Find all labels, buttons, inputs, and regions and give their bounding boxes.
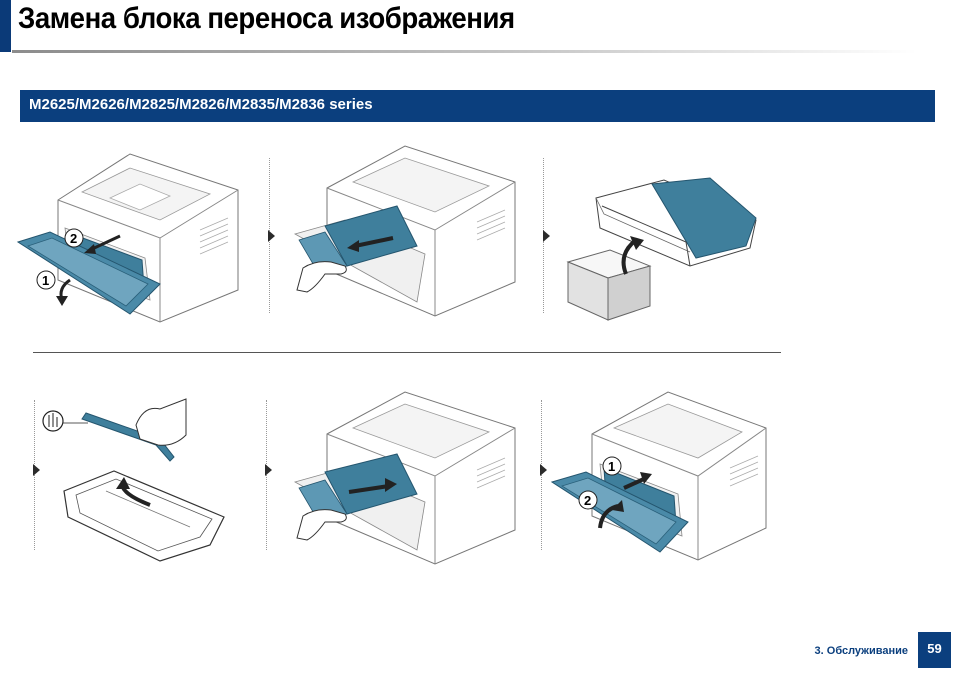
step-badge: 1 xyxy=(42,273,49,288)
next-step-arrow xyxy=(33,464,40,476)
step-3-illustration xyxy=(560,170,765,325)
title-underline xyxy=(12,50,917,53)
unpack-new-imaging-unit-illustration xyxy=(566,177,757,321)
step-6-illustration: 1 2 xyxy=(548,388,773,563)
next-step-arrow xyxy=(265,464,272,476)
remove-protective-part-illustration xyxy=(42,398,225,562)
row-divider xyxy=(33,352,781,353)
insert-imaging-unit-illustration xyxy=(293,391,516,565)
title-accent-bar xyxy=(0,0,11,52)
close-front-cover-illustration: 1 2 xyxy=(550,391,767,561)
page-title: Замена блока переноса изображения xyxy=(18,2,515,35)
step-2-illustration xyxy=(285,142,530,317)
footer-section-label: 3. Обслуживание xyxy=(814,645,908,657)
printer-open-front-cover-illustration: 2 1 xyxy=(16,153,239,323)
next-step-arrow xyxy=(543,230,550,242)
next-step-arrow xyxy=(540,464,547,476)
step-1-illustration: 2 1 xyxy=(10,150,250,325)
step-badge: 2 xyxy=(584,493,591,508)
remove-imaging-unit-illustration xyxy=(293,145,516,317)
step-5-illustration xyxy=(285,388,530,568)
series-banner: M2625/M2626/M2825/M2826/M2835/M2836 seri… xyxy=(20,90,935,122)
step-4-illustration xyxy=(40,395,240,570)
next-step-arrow xyxy=(268,230,275,242)
step-badge: 2 xyxy=(70,231,77,246)
page-number: 59 xyxy=(918,632,951,668)
step-badge: 1 xyxy=(608,459,615,474)
